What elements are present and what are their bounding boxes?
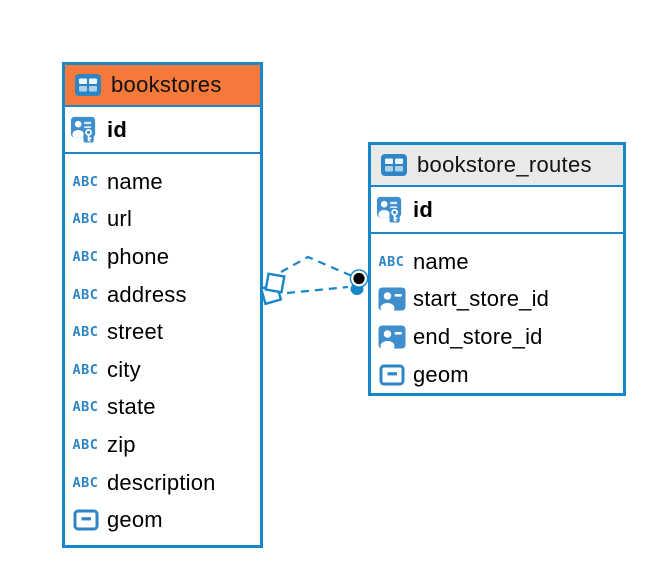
pk-column-name: id [413, 196, 434, 222]
column-row[interactable]: geom [371, 356, 623, 394]
column-row[interactable]: ABC description [65, 464, 260, 502]
text-type-icon: ABC [378, 253, 405, 270]
text-type-icon: ABC [72, 436, 99, 453]
many-end-squares-icon[interactable] [259, 272, 286, 306]
column-name: zip [107, 431, 136, 457]
text-type-icon: ABC [72, 248, 99, 265]
column-row[interactable]: end_store_id [371, 318, 623, 356]
text-type-icon: ABC [72, 324, 99, 341]
table-icon [72, 74, 103, 96]
column-row-pk[interactable]: id [65, 107, 260, 154]
column-name: geom [413, 361, 469, 387]
text-type-icon: ABC [72, 173, 99, 190]
column-name: name [413, 248, 469, 274]
column-row[interactable]: ABC zip [65, 426, 260, 464]
column-row[interactable]: ABC address [65, 276, 260, 314]
foreign-key-icon [376, 287, 407, 311]
text-type-icon: ABC [72, 361, 99, 378]
column-row[interactable]: ABC city [65, 351, 260, 389]
geometry-type-icon [70, 509, 101, 531]
column-name: description [107, 469, 216, 495]
column-row[interactable]: ABC state [65, 389, 260, 427]
foreign-key-icon [376, 325, 407, 349]
table-bookstore-routes-columns: ABC name start_store_id [371, 234, 623, 393]
column-name: state [107, 394, 156, 420]
column-name: url [107, 206, 133, 232]
table-icon [378, 154, 409, 176]
column-row[interactable]: ABC name [65, 163, 260, 201]
column-row-pk[interactable]: id [371, 187, 623, 234]
column-name: phone [107, 243, 170, 269]
table-title: bookstores [111, 72, 222, 97]
column-row[interactable]: start_store_id [371, 281, 623, 319]
relationship-line-straight[interactable] [286, 285, 349, 295]
table-title: bookstore_routes [417, 152, 592, 177]
table-bookstore-routes[interactable]: bookstore_routes [368, 142, 626, 396]
column-row[interactable]: geom [65, 501, 260, 539]
table-bookstores-header[interactable]: bookstores [65, 65, 260, 107]
column-name: street [107, 319, 164, 345]
primary-key-icon [375, 195, 406, 224]
one-end-dots-icon[interactable] [349, 269, 369, 295]
column-name: city [107, 356, 141, 382]
text-type-icon: ABC [72, 399, 99, 416]
column-name: end_store_id [413, 323, 543, 349]
text-type-icon: ABC [72, 474, 99, 491]
primary-key-icon [69, 115, 100, 144]
table-bookstores-columns: ABC name ABC url ABC phone ABC address A… [65, 154, 260, 539]
text-type-icon: ABC [72, 211, 99, 228]
column-name: name [107, 168, 163, 194]
text-type-icon: ABC [72, 286, 99, 303]
column-name: geom [107, 507, 163, 533]
column-row[interactable]: ABC phone [65, 238, 260, 276]
pk-column-name: id [107, 116, 128, 142]
column-row[interactable]: ABC street [65, 313, 260, 351]
column-row[interactable]: ABC name [371, 243, 623, 281]
table-bookstores[interactable]: bookstores [62, 62, 263, 548]
geometry-type-icon [376, 364, 407, 386]
column-name: start_store_id [413, 286, 550, 312]
column-row[interactable]: ABC url [65, 201, 260, 239]
relationship-line-bent[interactable] [280, 255, 353, 278]
table-bookstore-routes-header[interactable]: bookstore_routes [371, 145, 623, 187]
column-name: address [107, 281, 187, 307]
